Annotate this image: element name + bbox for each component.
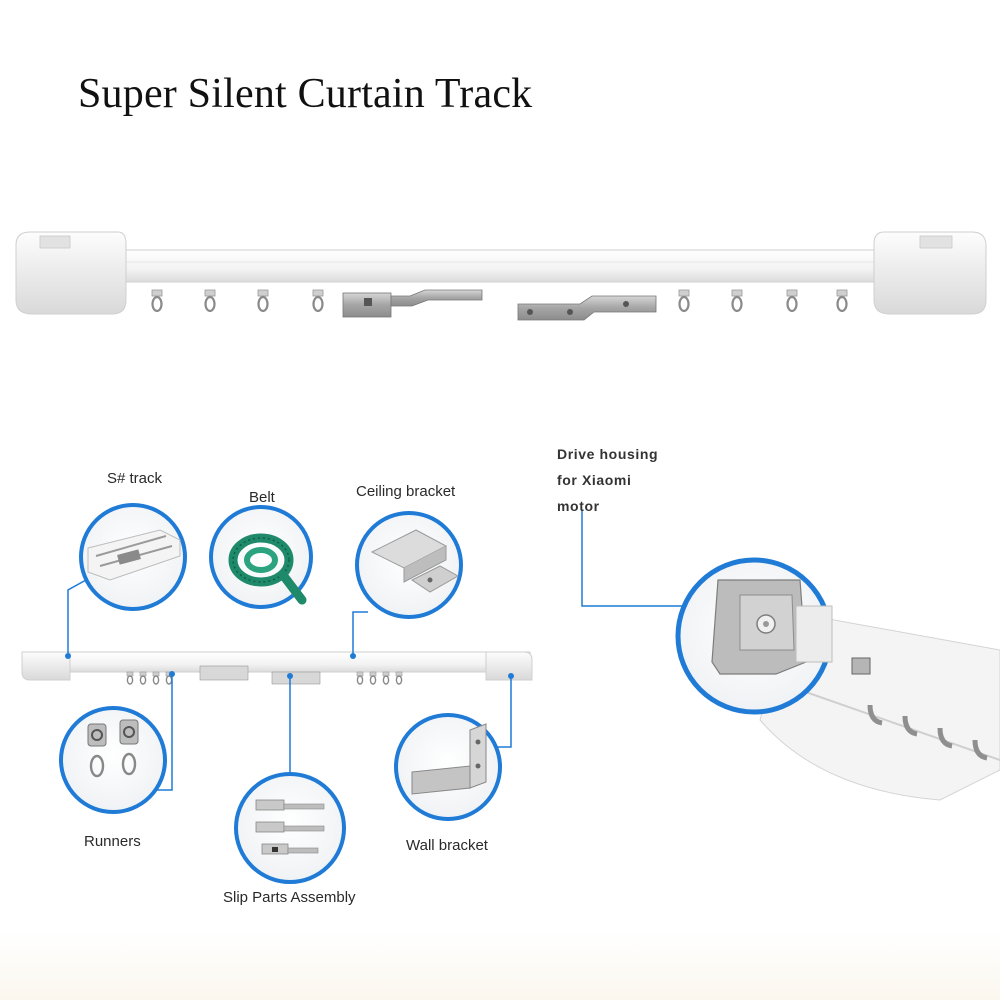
main-track-rail [109, 249, 891, 283]
s-track-callout-circle [79, 503, 187, 611]
left-end-cap [15, 231, 127, 315]
slip-bracket-right [517, 295, 657, 321]
drive-housing-label-line-2: for Xiaomi [557, 472, 632, 488]
runners-label: Runners [84, 833, 141, 850]
mini-track-illustration [21, 651, 533, 685]
ceiling-bracket-callout-circle [355, 511, 463, 619]
ceiling-bracket-label: Ceiling bracket [356, 483, 456, 500]
slip-parts-callout-circle [234, 772, 346, 884]
drive-housing-callout-circle [675, 557, 833, 715]
right-end-cap [873, 231, 987, 315]
page-title: Super Silent Curtain Track [78, 71, 533, 117]
belt-label: Belt [249, 489, 275, 506]
runner-group-right [677, 288, 849, 313]
slip-parts-assembly-label: Slip Parts Assembly [223, 889, 356, 906]
runners-callout-circle [59, 706, 167, 814]
slip-bracket-left [342, 289, 483, 318]
drive-housing-label-line-1: Drive housing [557, 446, 659, 462]
s-track-label: S# track [107, 470, 163, 487]
main-track-illustration [15, 231, 987, 321]
runner-group-left [150, 288, 325, 313]
wall-bracket-label: Wall bracket [406, 837, 488, 854]
drive-housing-label: Drive housing for Xiaomi motor [557, 441, 658, 519]
drive-housing-label-line-3: motor [557, 498, 600, 514]
belt-callout-circle [209, 505, 313, 609]
wall-bracket-callout-circle [394, 713, 502, 821]
bottom-fade [0, 930, 1000, 1000]
